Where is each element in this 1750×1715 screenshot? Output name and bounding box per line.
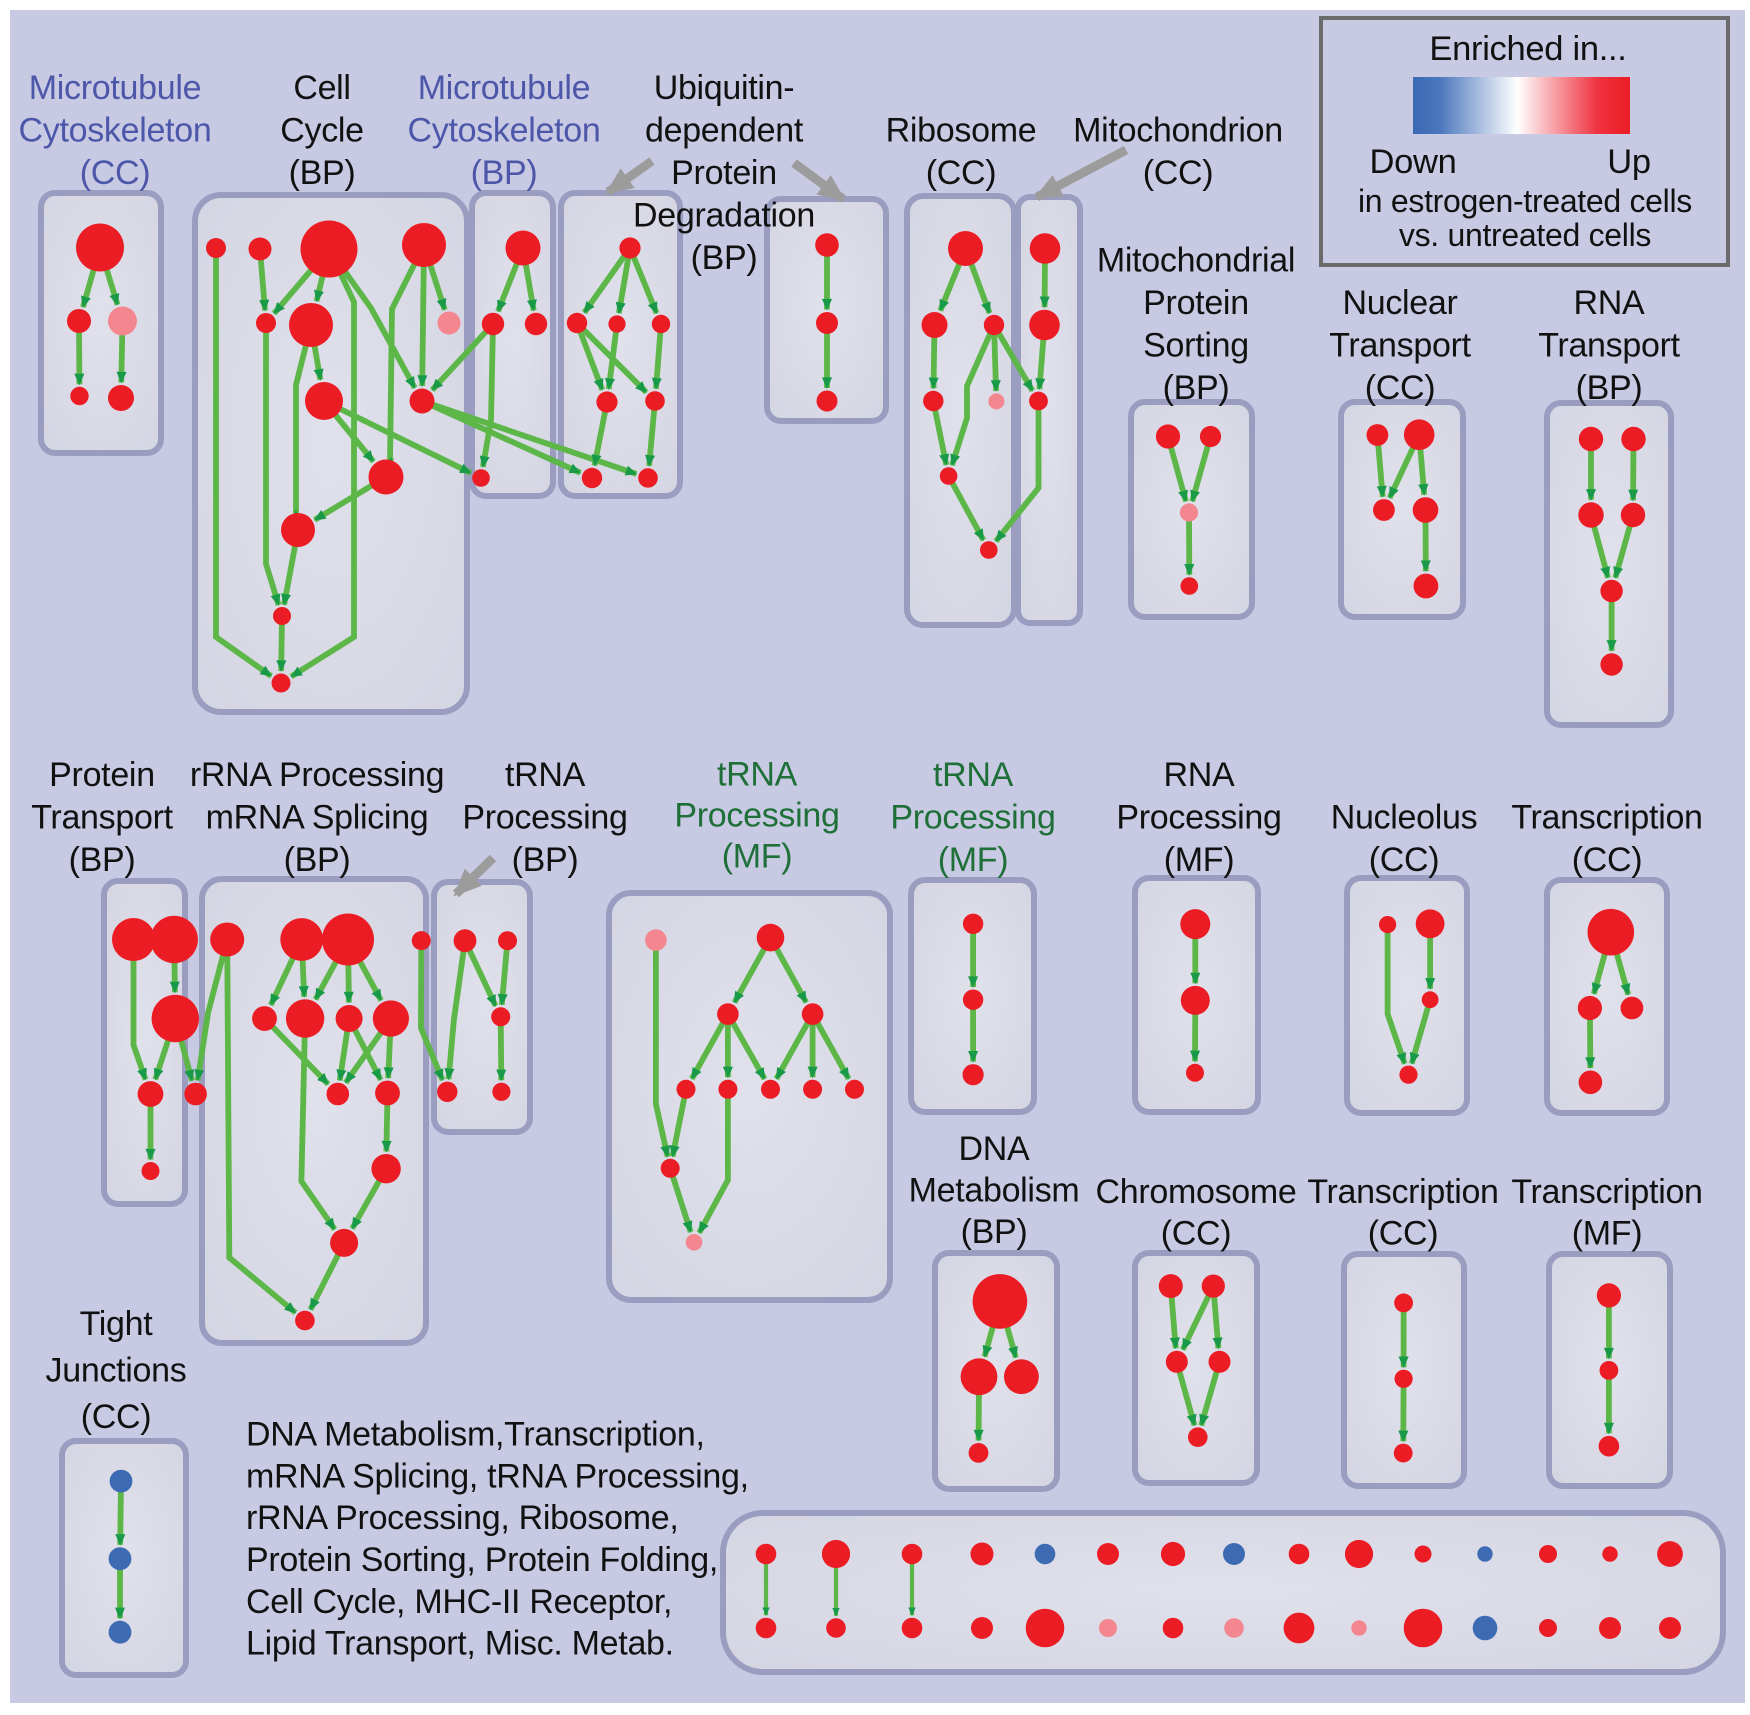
svg-text:(BP): (BP) bbox=[961, 1213, 1028, 1251]
svg-text:(MF): (MF) bbox=[1572, 1215, 1643, 1253]
svg-text:tRNA: tRNA bbox=[505, 756, 586, 794]
svg-text:Processing: Processing bbox=[674, 797, 839, 835]
svg-text:DNA Metabolism,Transcription,: DNA Metabolism,Transcription, bbox=[246, 1416, 705, 1454]
svg-text:Transcription: Transcription bbox=[1511, 1173, 1702, 1211]
svg-text:(BP): (BP) bbox=[1163, 369, 1230, 407]
svg-text:Transport: Transport bbox=[1329, 327, 1471, 365]
svg-text:(MF): (MF) bbox=[938, 841, 1009, 879]
svg-text:Transport: Transport bbox=[31, 799, 173, 837]
svg-text:mRNA Splicing, tRNA Processing: mRNA Splicing, tRNA Processing, bbox=[246, 1457, 749, 1495]
svg-text:Cytoskeleton: Cytoskeleton bbox=[19, 112, 212, 150]
svg-text:Protein: Protein bbox=[1143, 284, 1249, 322]
svg-text:Cytoskeleton: Cytoskeleton bbox=[408, 112, 601, 150]
svg-text:in estrogen-treated cells: in estrogen-treated cells bbox=[1358, 183, 1692, 219]
svg-text:Processing: Processing bbox=[1116, 799, 1281, 837]
svg-text:(BP): (BP) bbox=[471, 154, 538, 192]
svg-text:tRNA: tRNA bbox=[933, 756, 1014, 794]
svg-text:(CC): (CC) bbox=[1143, 154, 1214, 192]
svg-text:Processing: Processing bbox=[462, 799, 627, 837]
svg-text:(CC): (CC) bbox=[1365, 369, 1436, 407]
svg-text:Ribosome: Ribosome bbox=[886, 112, 1037, 150]
svg-text:Cell Cycle, MHC-II Receptor,: Cell Cycle, MHC-II Receptor, bbox=[246, 1583, 672, 1621]
svg-text:Lipid Transport, Misc. Metab.: Lipid Transport, Misc. Metab. bbox=[246, 1625, 674, 1663]
svg-text:DNA: DNA bbox=[959, 1130, 1031, 1168]
svg-text:Nuclear: Nuclear bbox=[1342, 284, 1457, 322]
svg-text:(CC): (CC) bbox=[1161, 1215, 1232, 1253]
svg-text:Up: Up bbox=[1607, 143, 1651, 181]
svg-text:Metabolism: Metabolism bbox=[909, 1172, 1080, 1210]
svg-text:(BP): (BP) bbox=[691, 239, 758, 277]
svg-text:RNA: RNA bbox=[1164, 756, 1236, 794]
svg-text:Mitochondrion: Mitochondrion bbox=[1073, 112, 1283, 150]
svg-text:Protein Sorting, Protein Foldi: Protein Sorting, Protein Folding, bbox=[246, 1541, 718, 1579]
svg-text:Protein: Protein bbox=[49, 756, 155, 794]
svg-text:Cell: Cell bbox=[293, 69, 350, 107]
svg-text:Junctions: Junctions bbox=[46, 1352, 187, 1390]
svg-text:Sorting: Sorting bbox=[1143, 327, 1249, 365]
svg-text:vs. untreated cells: vs. untreated cells bbox=[1399, 217, 1651, 253]
svg-text:(BP): (BP) bbox=[289, 154, 356, 192]
svg-text:rRNA Processing: rRNA Processing bbox=[190, 756, 444, 794]
svg-text:(BP): (BP) bbox=[284, 841, 351, 879]
svg-text:dependent: dependent bbox=[645, 112, 804, 150]
svg-text:Cycle: Cycle bbox=[280, 112, 364, 150]
svg-text:RNA: RNA bbox=[1574, 284, 1646, 322]
svg-text:(MF): (MF) bbox=[722, 838, 793, 876]
svg-text:Transport: Transport bbox=[1538, 327, 1680, 365]
svg-text:Ubiquitin-: Ubiquitin- bbox=[654, 69, 795, 107]
svg-text:Tight: Tight bbox=[80, 1305, 154, 1343]
svg-text:Transcription: Transcription bbox=[1307, 1173, 1498, 1211]
svg-text:(CC): (CC) bbox=[1572, 841, 1643, 879]
svg-text:(CC): (CC) bbox=[81, 1398, 152, 1436]
svg-text:Chromosome: Chromosome bbox=[1095, 1173, 1296, 1211]
svg-text:tRNA: tRNA bbox=[717, 756, 798, 794]
svg-text:Down: Down bbox=[1369, 143, 1456, 181]
svg-text:Nucleolus: Nucleolus bbox=[1331, 799, 1478, 837]
svg-text:(CC): (CC) bbox=[1369, 841, 1440, 879]
svg-text:Protein: Protein bbox=[671, 154, 777, 192]
svg-text:Transcription: Transcription bbox=[1511, 799, 1702, 837]
svg-text:(CC): (CC) bbox=[1368, 1215, 1439, 1253]
svg-text:Microtubule: Microtubule bbox=[29, 69, 201, 107]
svg-text:(BP): (BP) bbox=[512, 841, 579, 879]
svg-text:Mitochondrial: Mitochondrial bbox=[1097, 242, 1295, 280]
svg-text:Enriched in...: Enriched in... bbox=[1429, 30, 1626, 68]
svg-text:Degradation: Degradation bbox=[633, 197, 815, 235]
svg-text:(CC): (CC) bbox=[926, 154, 997, 192]
svg-text:rRNA Processing, Ribosome,: rRNA Processing, Ribosome, bbox=[246, 1499, 678, 1537]
svg-text:(CC): (CC) bbox=[80, 154, 151, 192]
svg-text:mRNA Splicing: mRNA Splicing bbox=[206, 799, 429, 837]
svg-text:Processing: Processing bbox=[890, 799, 1055, 837]
svg-text:(MF): (MF) bbox=[1164, 841, 1235, 879]
svg-text:(BP): (BP) bbox=[1576, 369, 1643, 407]
svg-text:(BP): (BP) bbox=[69, 841, 136, 879]
svg-text:Microtubule: Microtubule bbox=[418, 69, 590, 107]
